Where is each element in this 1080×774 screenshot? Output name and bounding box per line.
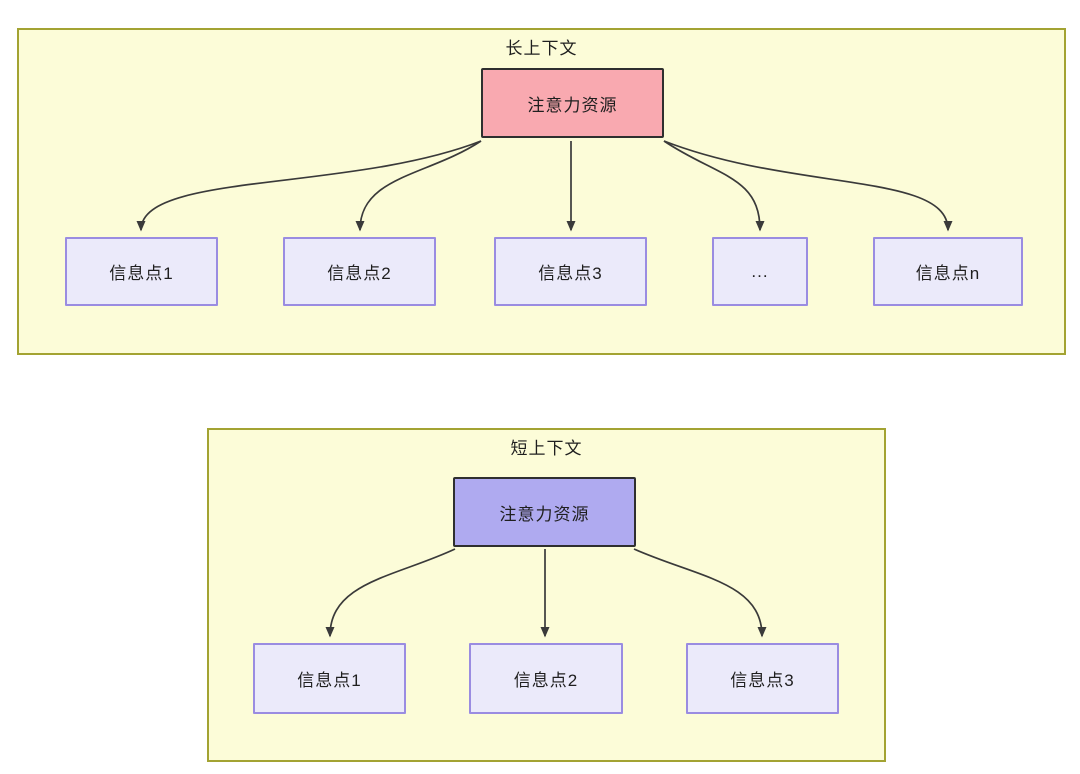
short-attention-resource-node: 注意力资源 [453,477,636,547]
long-info-point-n-node: 信息点n [873,237,1023,306]
short-info-point-1-node: 信息点1 [253,643,406,714]
long-info-point-1-node: 信息点1 [65,237,218,306]
short-info-point-3-node: 信息点3 [686,643,839,714]
long-context-title: 长上下文 [505,39,578,58]
long-info-point-ellipsis-node: ... [712,237,808,306]
long-info-point-3-node: 信息点3 [494,237,647,306]
short-info-point-2-node: 信息点2 [469,643,623,714]
long-attention-resource-node: 注意力资源 [481,68,664,138]
long-info-point-2-node: 信息点2 [283,237,436,306]
short-context-title: 短上下文 [510,439,583,458]
